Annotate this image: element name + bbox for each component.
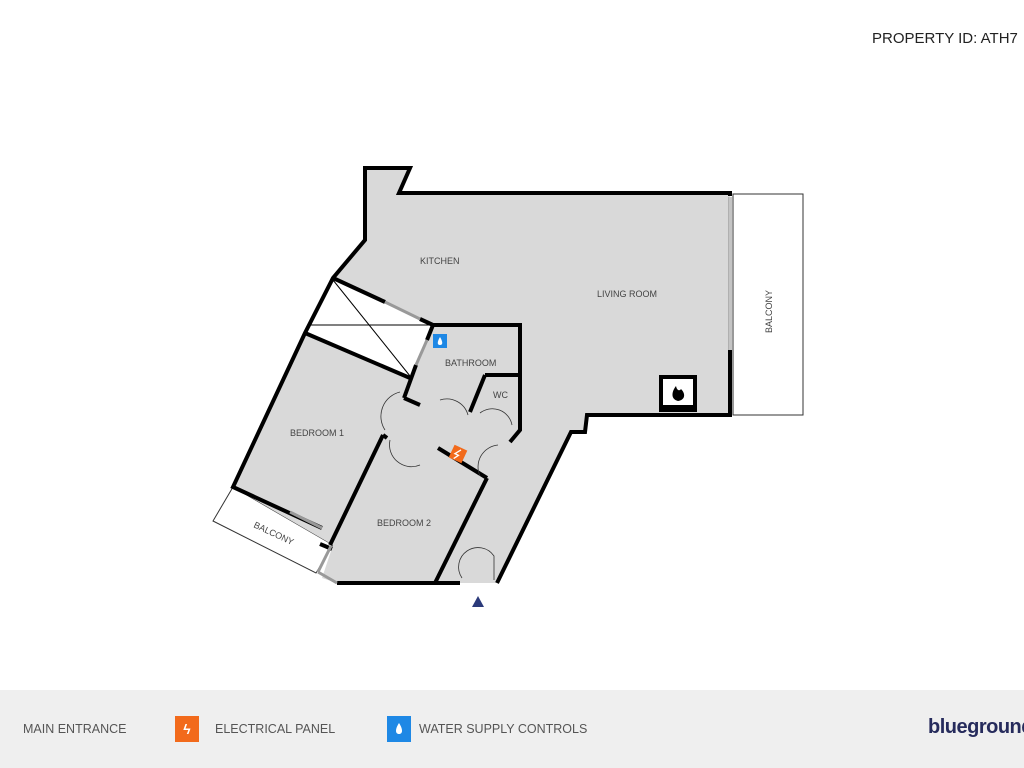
floor-area (233, 168, 730, 583)
outer-wall (495, 350, 732, 584)
legend-water-supply: WATER SUPPLY CONTROLS (387, 690, 587, 768)
stairwell (305, 278, 433, 378)
legend-bar: MAIN ENTRANCE ϟ ELECTRICAL PANEL WATER S… (0, 690, 1024, 768)
main-entrance-icon[interactable] (472, 596, 484, 607)
legend-electrical-panel: ϟ ELECTRICAL PANEL (175, 690, 335, 768)
legend-label: MAIN ENTRANCE (23, 722, 127, 736)
lightning-icon: ϟ (175, 716, 199, 742)
room-label-bathroom: BATHROOM (445, 358, 496, 368)
floor-plan: KITCHEN LIVING ROOM BALCONY BATHROOM WC … (212, 166, 804, 607)
room-label-wc: WC (493, 390, 508, 400)
brand-logo: blueground (928, 716, 1024, 738)
legend-label: WATER SUPPLY CONTROLS (419, 722, 588, 736)
water-drop-icon (387, 716, 411, 742)
room-label-bedroom1: BEDROOM 1 (290, 428, 344, 438)
room-label-balcony-right: BALCONY (764, 290, 774, 333)
room-label-kitchen: KITCHEN (420, 256, 460, 266)
legend-label: ELECTRICAL PANEL (215, 722, 336, 736)
balcony-right (732, 193, 804, 416)
electrical-panel-icon[interactable] (448, 444, 468, 464)
room-label-living-room: LIVING ROOM (597, 289, 657, 299)
balcony-left (212, 486, 334, 574)
water-supply-icon[interactable] (433, 334, 447, 348)
room-label-bedroom2: BEDROOM 2 (377, 518, 431, 528)
fireplace-icon (659, 375, 697, 412)
property-id: PROPERTY ID: ATH7 (872, 30, 1018, 47)
legend-main-entrance: MAIN ENTRANCE (0, 690, 126, 768)
outer-wall (230, 166, 732, 530)
